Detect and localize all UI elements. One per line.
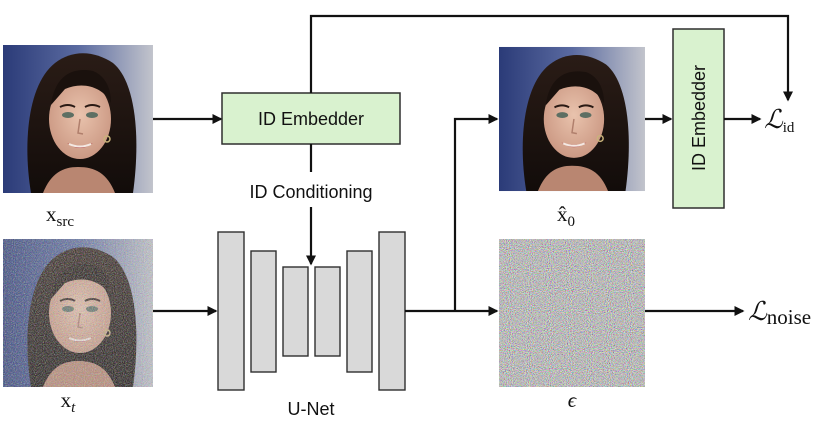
- arrow-unet-to-x0hat: [453, 114, 499, 311]
- unet-block-3: [282, 266, 309, 357]
- unet-block-5: [346, 250, 373, 373]
- reconstructed-face-image: [499, 45, 645, 193]
- noisy-face-image: [3, 239, 153, 387]
- unet-block-2: [250, 250, 277, 373]
- id-embedder-right-label: ID Embedder: [689, 65, 709, 171]
- x0-hat-label: x̂0: [557, 202, 575, 230]
- arrow-top-to-lid: [309, 14, 793, 102]
- unet-blocks: [217, 231, 406, 391]
- unet-block-4: [314, 266, 341, 357]
- source-face-image: [3, 45, 153, 193]
- epsilon-label: ϵ: [568, 388, 578, 412]
- id-conditioning-label: ID Conditioning: [249, 182, 372, 202]
- id-embedder-top-label: ID Embedder: [258, 109, 364, 129]
- id-embedder-right-box: [672, 28, 725, 209]
- noise-image: [499, 239, 645, 387]
- loss-id-label: ℒid: [764, 105, 795, 136]
- unet-block-6: [378, 231, 406, 391]
- x-src-label: xsrc: [46, 202, 74, 230]
- loss-noise-label: ℒnoise: [748, 297, 811, 329]
- unet-label: U-Net: [287, 399, 334, 419]
- unet-block-1: [217, 231, 245, 391]
- id-embedder-top-box: [221, 92, 401, 145]
- x-t-label: xt: [61, 388, 77, 416]
